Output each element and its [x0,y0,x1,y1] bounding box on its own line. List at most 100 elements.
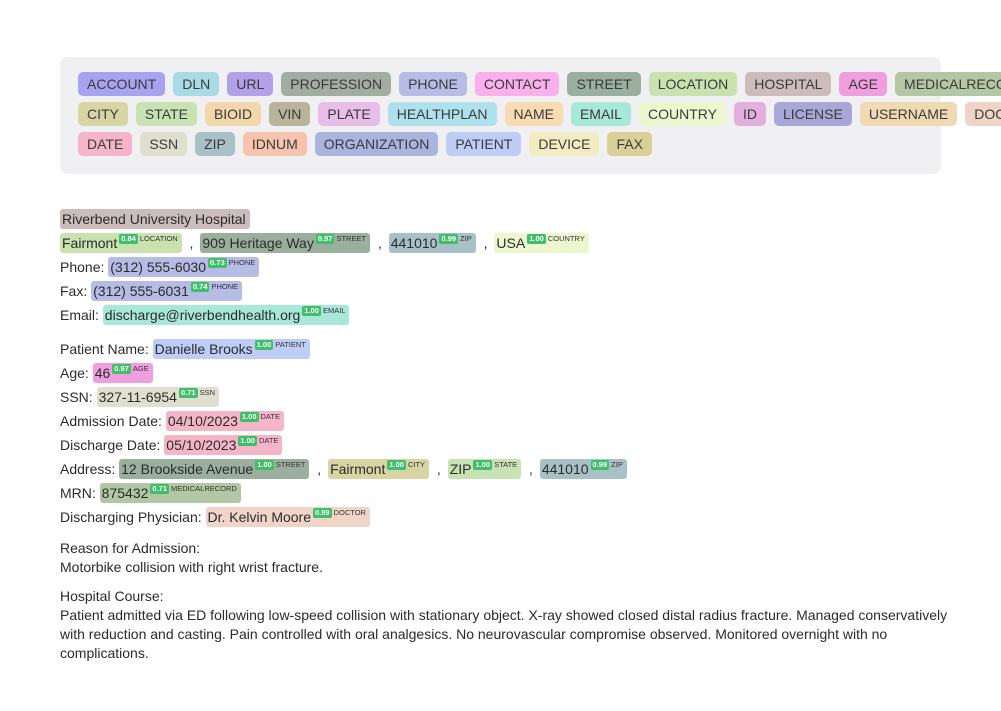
confidence-score: 1.00 [473,460,493,470]
entity-type-label: PHONE [211,282,239,291]
entity-type-label: DATE [260,412,280,421]
legend-chip-idnum[interactable]: IDNUM [242,132,307,156]
entity-hospital[interactable]: Riverbend University Hospital [60,209,250,229]
entity-type-label: COUNTRY [547,234,585,243]
legend-chip-plate[interactable]: PLATE [318,102,380,126]
legend-chip-profession[interactable]: PROFESSION [281,72,392,96]
entity-text: Dr. Kelvin Moore [207,509,311,525]
entity-type-label: PHONE [228,258,256,267]
legend-row: DATE SSN ZIP IDNUM ORGANIZATION PATIENT DEVICE… [78,132,923,156]
confidence-score: 0.73 [208,258,227,268]
legend-chip-age[interactable]: AGE [839,72,888,96]
legend-chip-bioid[interactable]: BIOID [204,102,262,126]
legend-chip-city[interactable]: CITY [78,102,128,126]
field-label: Address: [60,461,120,477]
entity-type-label: STREET [275,460,306,469]
legend-chip-license[interactable]: LICENSE [773,102,852,126]
field-label: Patient Name: [60,341,153,357]
confidence-score: 1.00 [302,306,321,316]
field-label: Discharging Physician: [60,509,206,525]
legend-chip-medicalrecord[interactable]: MEDICALRECORD [895,72,1001,96]
legend-chip-name[interactable]: NAME [504,102,563,126]
legend-row: CITY STATE BIOID VIN PLATE HEALTHPLAN NAME EMAI… [78,102,1001,126]
separator-text: , [313,461,326,477]
entity-type-label: MEDICALRECORD [171,484,237,493]
entity-type-label: AGE [132,364,149,373]
legend-chip-hospital[interactable]: HOSPITAL [745,72,832,96]
entity-text: (312) 555-6030 [110,259,207,275]
separator-text: , [185,235,198,251]
legend-chip-account[interactable]: ACCOUNT [78,72,166,96]
section-heading: Reason for Admission: [60,540,201,556]
entity-text: USA [496,235,526,251]
entity-legend: ACCOUNT DLN URL PROFESSION PHONE CONTACT STREE… [60,57,1001,174]
legend-chip-location[interactable]: LOCATION [648,72,738,96]
separator-text: , [479,235,492,251]
legend-chip-dln[interactable]: DLN [173,72,220,96]
field-label: Fax: [60,283,92,299]
legend-chip-doctor[interactable]: DOCTOR [965,102,1001,126]
entity-text: Fairmont [330,461,386,477]
legend-chip-device[interactable]: DEVICE [529,132,600,156]
legend-chip-vin[interactable]: VIN [269,102,311,126]
confidence-score: 1.00 [254,340,274,350]
legend-chip-email[interactable]: EMAIL [570,102,631,126]
entity-type-label: DATE [258,436,279,445]
legend-chip-date[interactable]: DATE [78,132,133,156]
legend-chip-phone[interactable]: PHONE [399,72,467,96]
legend-chip-state[interactable]: STATE [135,102,197,126]
spacer [60,327,960,337]
confidence-score: 0.99 [313,508,332,518]
legend-chip-username[interactable]: USERNAME [859,102,958,126]
confidence-score: 0.99 [590,460,610,470]
legend-chip-healthplan[interactable]: HEALTHPLAN [387,102,497,126]
field-label: MRN: [60,485,100,501]
entity-text: discharge@riverbendhealth.org [104,307,301,323]
confidence-score: 1.00 [527,234,546,244]
legend-chip-organization[interactable]: ORGANIZATION [314,132,439,156]
legend-chip-contact[interactable]: CONTACT [474,72,560,96]
legend-chip-fax[interactable]: FAX [607,132,652,156]
legend-chip-street[interactable]: STREET [567,72,641,96]
legend-chip-country[interactable]: COUNTRY [638,102,726,126]
legend-chip-zip[interactable]: ZIP [195,132,235,156]
legend-chip-id[interactable]: ID [733,102,766,126]
entity-text: 909 Heritage Way [202,235,314,251]
legend-chip-url[interactable]: URL [227,72,274,96]
confidence-score: 0.99 [439,234,459,244]
legend-chip-ssn[interactable]: SSN [140,132,188,156]
legend-chip-patient[interactable]: PATIENT [446,132,522,156]
entity-type-label: SSN [199,388,215,397]
entity-type-label: CITY [407,460,426,469]
confidence-score: 1.00 [387,460,406,470]
entity-type-label: ZIP [460,234,472,243]
spacer [60,529,960,539]
entity-text: 05/10/2023 [166,437,237,453]
